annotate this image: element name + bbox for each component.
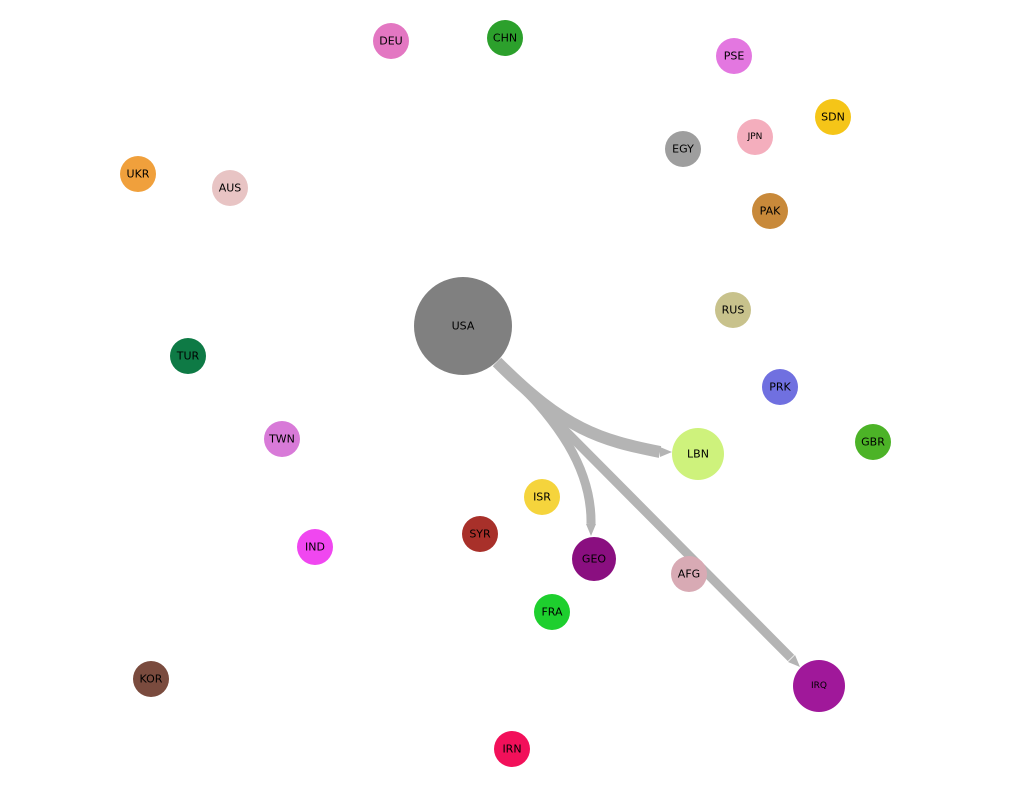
node-tur[interactable]: TUR [170,338,206,374]
node-circle[interactable] [414,277,512,375]
node-label: GEO [582,553,606,566]
node-circle[interactable] [133,661,169,697]
node-label: EGY [672,143,694,156]
node-circle[interactable] [120,156,156,192]
node-label: PRK [769,381,791,394]
node-circle[interactable] [672,428,724,480]
node-usa[interactable]: USA [414,277,512,375]
node-circle[interactable] [462,516,498,552]
node-label: PSE [724,50,745,63]
node-label: LBN [687,448,709,461]
node-chn[interactable]: CHN [487,20,523,56]
node-circle[interactable] [534,594,570,630]
edge-arrowhead [660,447,672,457]
node-label: SYR [469,528,491,541]
node-deu[interactable]: DEU [373,23,409,59]
node-afg[interactable]: AFG [671,556,707,592]
node-circle[interactable] [297,529,333,565]
node-twn[interactable]: TWN [264,421,300,457]
node-circle[interactable] [752,193,788,229]
node-label: IRN [502,743,521,756]
node-circle[interactable] [494,731,530,767]
node-circle[interactable] [665,131,701,167]
node-lbn[interactable]: LBN [672,428,724,480]
node-label: UKR [127,168,150,181]
node-label: TWN [268,433,295,446]
node-prk[interactable]: PRK [762,369,798,405]
node-kor[interactable]: KOR [133,661,169,697]
node-label: CHN [493,32,517,45]
node-label: PAK [760,205,781,218]
node-label: FRA [541,606,563,619]
node-circle[interactable] [737,119,773,155]
node-circle[interactable] [487,20,523,56]
node-label: USA [452,320,475,333]
node-egy[interactable]: EGY [665,131,701,167]
node-geo[interactable]: GEO [572,537,616,581]
edge-arrowhead [586,524,596,536]
node-circle[interactable] [855,424,891,460]
node-fra[interactable]: FRA [534,594,570,630]
node-label: IRQ [811,681,827,691]
node-label: JPN [747,132,763,142]
node-label: KOR [140,673,163,686]
node-irn[interactable]: IRN [494,731,530,767]
edge-usa-irq [493,358,800,667]
node-ukr[interactable]: UKR [120,156,156,192]
node-circle[interactable] [715,292,751,328]
node-circle[interactable] [373,23,409,59]
node-sdn[interactable]: SDN [815,99,851,135]
node-circle[interactable] [716,38,752,74]
node-label: ISR [533,491,551,504]
node-label: TUR [176,350,200,363]
node-label: GBR [861,436,885,449]
node-circle[interactable] [264,421,300,457]
node-label: SDN [821,111,845,124]
node-label: AUS [219,182,242,195]
node-circle[interactable] [793,660,845,712]
node-syr[interactable]: SYR [462,516,498,552]
node-label: AFG [678,568,700,581]
edges-layer [492,357,800,667]
node-label: RUS [722,304,745,317]
node-aus[interactable]: AUS [212,170,248,206]
node-rus[interactable]: RUS [715,292,751,328]
node-circle[interactable] [815,99,851,135]
node-pse[interactable]: PSE [716,38,752,74]
node-circle[interactable] [572,537,616,581]
node-jpn[interactable]: JPN [737,119,773,155]
node-circle[interactable] [170,338,206,374]
edge-usa-lbn [492,357,672,458]
node-irq[interactable]: IRQ [793,660,845,712]
node-pak[interactable]: PAK [752,193,788,229]
node-circle[interactable] [212,170,248,206]
edge-arrowhead [787,654,800,667]
node-gbr[interactable]: GBR [855,424,891,460]
node-label: DEU [379,35,402,48]
edge-line [493,358,795,662]
node-circle[interactable] [671,556,707,592]
node-ind[interactable]: IND [297,529,333,565]
node-isr[interactable]: ISR [524,479,560,515]
node-circle[interactable] [524,479,560,515]
nodes-layer: USA DEU CHN PSE SDN JPN EGY UKR AUS PAK RUS TUR PRK T… [120,20,891,767]
node-label: IND [305,541,325,554]
node-circle[interactable] [762,369,798,405]
